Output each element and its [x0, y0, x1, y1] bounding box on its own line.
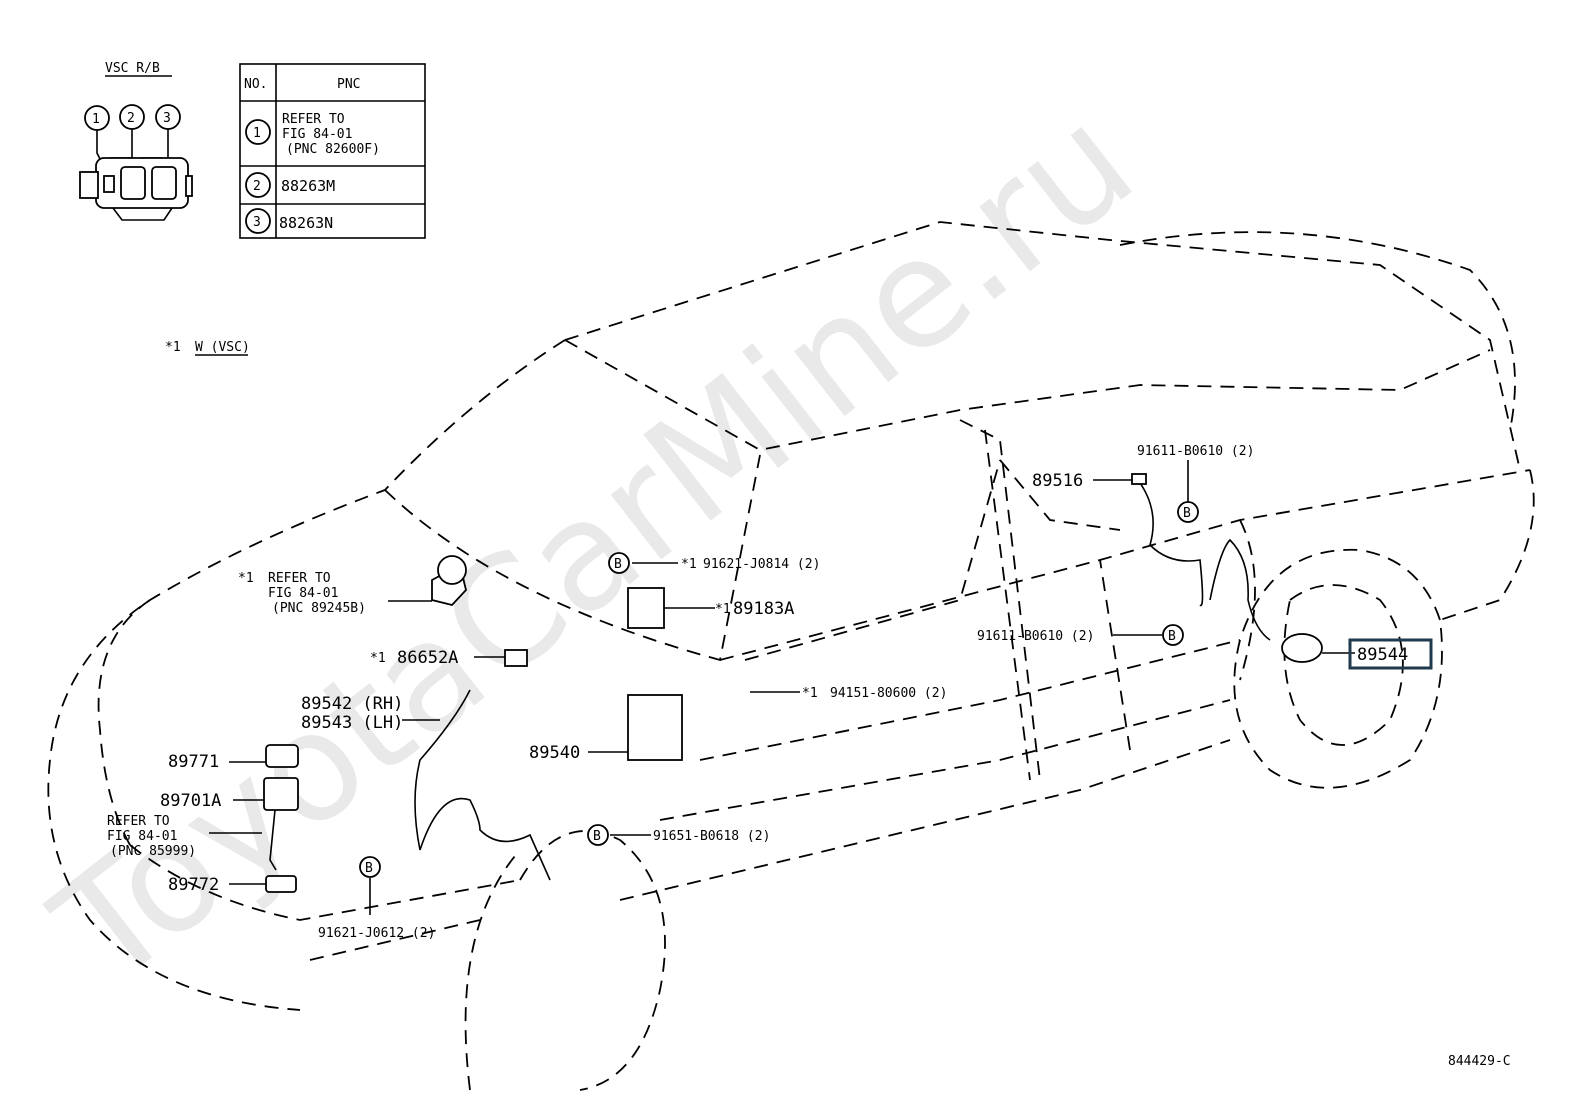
label-89543: 89543 (LH): [301, 713, 403, 733]
mark: *1: [238, 571, 254, 586]
parts: [263, 473, 1323, 893]
vsc-rb-connector: VSC R/B 1 2 3: [79, 61, 193, 221]
mark: *1: [370, 651, 386, 666]
note-mark: *1: [165, 340, 181, 355]
label-91611-b0610-mid: 91611-B0610 (2): [977, 629, 1094, 644]
label-89772: 89772: [168, 875, 219, 895]
label-94151-80600: 94151-80600 (2): [830, 686, 947, 701]
part-89701a: [263, 777, 299, 811]
b-marker: B: [614, 557, 622, 572]
label-89542: 89542 (RH): [301, 694, 403, 714]
b-marker: B: [593, 829, 601, 844]
b-marker: B: [1183, 506, 1191, 521]
refer-89245b-line: REFER TO: [268, 571, 331, 586]
row-3-pnc: 88263N: [279, 214, 333, 232]
highlight-box-89544: [1348, 638, 1433, 670]
pin-2-label: 2: [127, 111, 135, 126]
mark: *1: [681, 557, 697, 572]
label-89183a: 89183A: [733, 599, 794, 619]
mark: *1: [715, 602, 731, 617]
car-outline: [47, 221, 1535, 1091]
b-markers: B B B B B: [359, 501, 1199, 878]
refer-85999-line: FIG 84-01: [107, 829, 177, 844]
refer-89245b-line: FIG 84-01: [268, 586, 338, 601]
label-91621-j0612: 91621-J0612 (2): [318, 926, 435, 941]
row-1-no: 1: [253, 126, 261, 141]
label-91611-b0610-top: 91611-B0610 (2): [1137, 444, 1254, 459]
label-89540: 89540: [529, 743, 580, 763]
row-1-pnc-line: REFER TO: [282, 112, 345, 127]
header-no: NO.: [244, 77, 267, 92]
ecu-89540-part: [627, 694, 683, 761]
part-89544: [1281, 633, 1323, 663]
mark: *1: [802, 686, 818, 701]
label-89771: 89771: [168, 752, 219, 772]
part-89772: [265, 875, 297, 893]
row-3-no: 3: [253, 215, 261, 230]
label-89516: 89516: [1032, 471, 1083, 491]
connector-title: VSC R/B: [105, 61, 160, 76]
refer-89245b-line: (PNC 89245B): [272, 601, 366, 616]
row-2-pnc: 88263M: [281, 177, 335, 195]
figure-id: 844429-C: [1448, 1054, 1511, 1069]
sensor-89183a-part: [627, 587, 665, 629]
label-91651-b0618: 91651-B0618 (2): [653, 829, 770, 844]
b-marker: B: [365, 861, 373, 876]
part-89771: [265, 744, 299, 768]
label-86652a: 86652A: [397, 648, 458, 668]
label-89544[interactable]: 89544: [1357, 645, 1408, 665]
part-86652a: [504, 649, 528, 667]
label-89701a: 89701A: [160, 791, 221, 811]
refer-85999-line: REFER TO: [107, 814, 170, 829]
label-91621-j0814: 91621-J0814 (2): [703, 557, 820, 572]
row-1-pnc-line: FIG 84-01: [282, 127, 352, 142]
row-2-no: 2: [253, 179, 261, 194]
row-1-pnc-line: (PNC 82600F): [286, 142, 380, 157]
callout-labels: *1 REFER TO FIG 84-01 (PNC 89245B) *1 91…: [107, 444, 1511, 1069]
b-marker: B: [1168, 629, 1176, 644]
pin-1-label: 1: [92, 112, 100, 127]
note-text: W (VSC): [195, 340, 250, 355]
pin-3-label: 3: [163, 111, 171, 126]
pnc-table: NO. PNC 1 REFER TO FIG 84-01 (PNC 82600F…: [239, 63, 426, 239]
header-pnc: PNC: [337, 77, 360, 92]
refer-85999-line: (PNC 85999): [110, 844, 196, 859]
